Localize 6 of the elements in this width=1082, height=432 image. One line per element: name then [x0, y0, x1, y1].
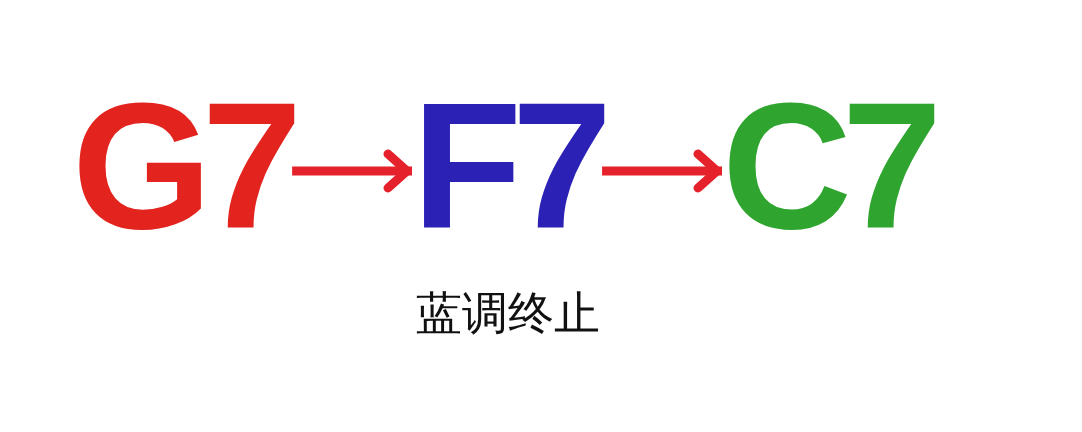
- chord-name: C7: [722, 76, 933, 256]
- label-text: 蓝调终止: [416, 286, 600, 342]
- chord-name: F7: [412, 76, 603, 256]
- arrow: [292, 149, 412, 193]
- arrow: [602, 149, 722, 193]
- chord-name: G7: [72, 76, 293, 256]
